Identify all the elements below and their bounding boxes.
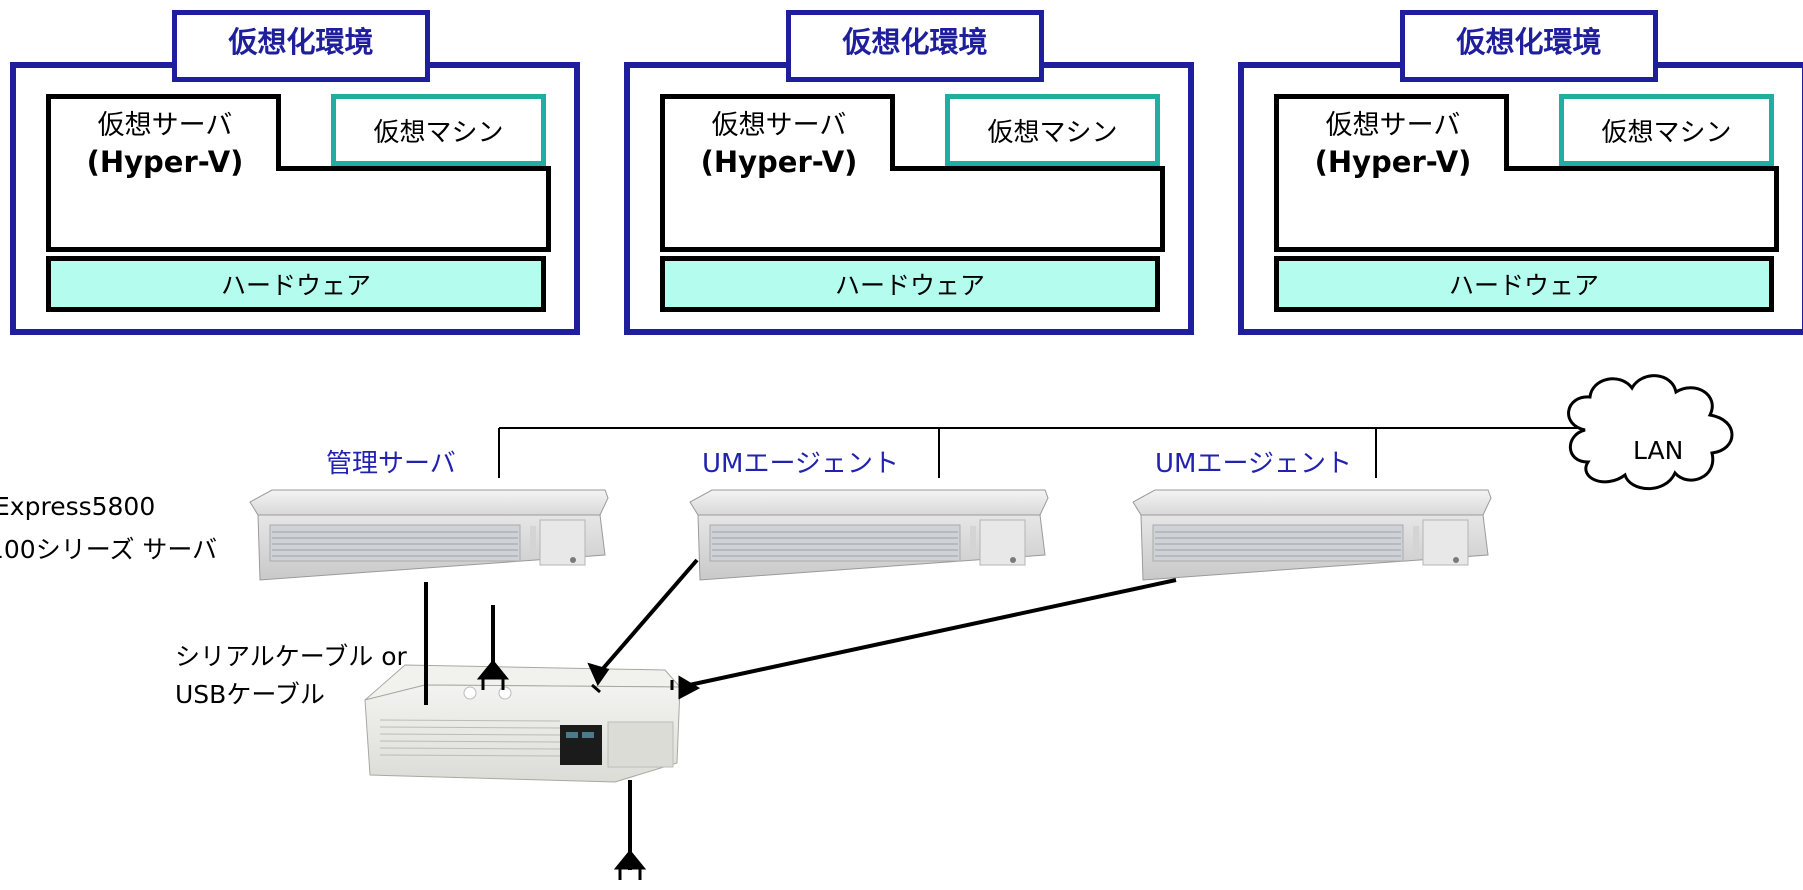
- env-title-3: 仮想化環境: [1400, 10, 1658, 82]
- hypervisor-name: (Hyper-V): [1314, 145, 1472, 179]
- cables: [424, 558, 1177, 870]
- virtual-server-label: 仮想サーバ (Hyper-V): [50, 108, 280, 180]
- virtualization-environment-3: 仮想サーバ (Hyper-V) 仮想マシン ハードウェア: [1238, 62, 1803, 335]
- virtual-server-box: [1274, 94, 1779, 252]
- env-title-2: 仮想化環境: [786, 10, 1044, 82]
- hardware-label: ハードウェア: [1448, 271, 1599, 300]
- virtual-server-box: [46, 94, 551, 252]
- virtual-server-name: 仮想サーバ: [711, 110, 847, 141]
- hypervisor-name: (Hyper-V): [86, 145, 244, 179]
- virtualization-environment-1: 仮想サーバ (Hyper-V) 仮想マシン ハードウェア: [10, 62, 580, 335]
- env-title-1: 仮想化環境: [172, 10, 430, 82]
- virtual-server-label: 仮想サーバ (Hyper-V): [664, 108, 894, 180]
- hardware-box: ハードウェア: [46, 256, 546, 312]
- power-plug-icon: [670, 675, 701, 700]
- env-title-text: 仮想化環境: [842, 25, 988, 59]
- agent-label-2: UMエージェント: [1155, 449, 1352, 479]
- power-plug-icon: [476, 659, 510, 690]
- env-title-text: 仮想化環境: [1456, 25, 1602, 59]
- server-model-line2: 100シリーズ サーバ: [0, 535, 218, 564]
- cloud-icon: [1567, 374, 1734, 490]
- management-server-label: 管理サーバ: [326, 449, 456, 479]
- power-plug-icon: [587, 662, 610, 694]
- hypervisor-name: (Hyper-V): [700, 145, 858, 179]
- server-model-line1: Express5800: [0, 492, 156, 521]
- virtual-server-name: 仮想サーバ: [1325, 110, 1461, 141]
- rack-server-icon: [1132, 489, 1492, 581]
- hardware-label: ハードウェア: [834, 271, 985, 300]
- virtual-server-box: [660, 94, 1165, 252]
- lan-label: LAN: [1633, 436, 1684, 465]
- virtual-machine-box: 仮想マシン: [331, 94, 546, 166]
- env-title-text: 仮想化環境: [228, 25, 374, 59]
- hardware-label: ハードウェア: [220, 271, 371, 300]
- rack-server-icon: [249, 489, 609, 581]
- virtual-machine-box: 仮想マシン: [1559, 94, 1774, 166]
- hardware-box: ハードウェア: [1274, 256, 1774, 312]
- virtual-server-label: 仮想サーバ (Hyper-V): [1278, 108, 1508, 180]
- agent-label-1: UMエージェント: [702, 449, 899, 479]
- ups-icon: [364, 664, 682, 783]
- virtual-machine-label: 仮想マシン: [987, 117, 1118, 148]
- hardware-box: ハードウェア: [660, 256, 1160, 312]
- virtual-machine-label: 仮想マシン: [1601, 117, 1732, 148]
- rack-server-icon: [689, 489, 1049, 581]
- cable-label-line1: シリアルケーブル or: [175, 642, 407, 671]
- cable-label-line2: USBケーブル: [175, 680, 325, 709]
- virtual-machine-label: 仮想マシン: [373, 117, 504, 148]
- virtual-server-name: 仮想サーバ: [97, 110, 233, 141]
- lan-bus: [498, 427, 1590, 478]
- virtual-machine-box: 仮想マシン: [945, 94, 1160, 166]
- power-plug-icon: [613, 849, 647, 880]
